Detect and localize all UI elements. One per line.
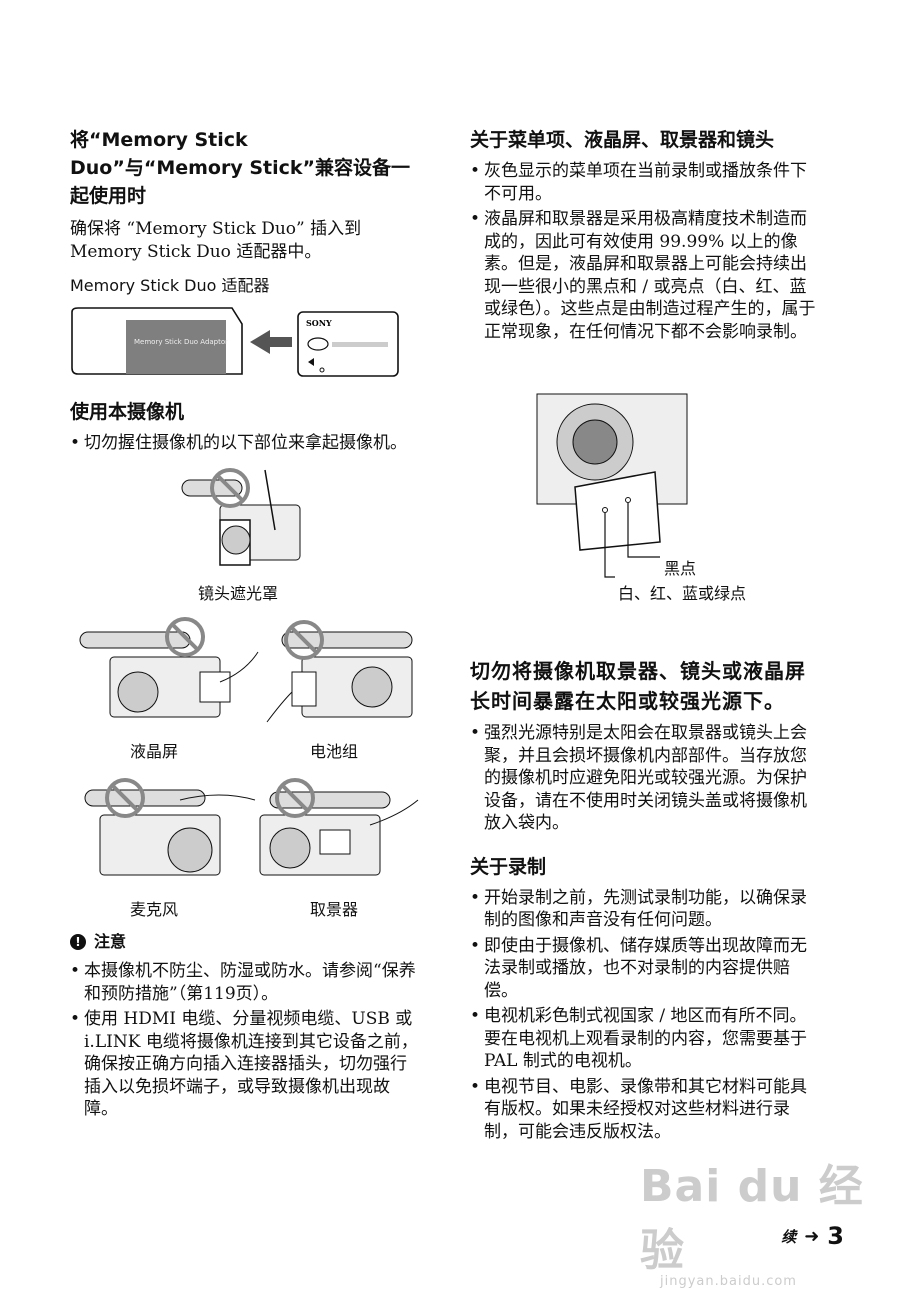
lcd-dots-illustration xyxy=(535,392,695,582)
card-brand: SONY xyxy=(306,318,332,328)
notes-list: 本摄像机不防尘、防湿或防水。请参阅“保养和预防措施”（第119页）。 使用 HD… xyxy=(70,960,422,1121)
hood-illustration xyxy=(180,460,310,575)
caption-mic: 麦克风 xyxy=(130,900,179,919)
adaptor-text: Memory Stick Duo Adaptor xyxy=(134,338,228,346)
caption-lcd: 液晶屏 xyxy=(130,742,179,761)
list-item: 强烈光源特别是太阳会在取景器或镜头上会聚，并且会损坏摄像机内部部件。当存放您的摄… xyxy=(470,722,818,835)
caption-lens-hood: 镜头遮光罩 xyxy=(198,584,279,603)
continued-label: 续 xyxy=(781,1227,797,1246)
arrow-right-icon: ➜ xyxy=(804,1225,820,1247)
sunlight-list: 强烈光源特别是太阳会在取景器或镜头上会聚，并且会损坏摄像机内部部件。当存放您的摄… xyxy=(470,722,818,835)
left-column: 将“Memory Stick Duo”与“Memory Stick”兼容设备一起… xyxy=(70,126,422,458)
adaptor-illustration: Memory Stick Duo Adaptor SONY xyxy=(70,306,422,380)
list-item: 开始录制之前，先测试录制功能，以确保录制的图像和声音没有任何问题。 xyxy=(470,887,818,932)
caption-battery: 电池组 xyxy=(310,742,359,761)
list-item: 切勿握住摄像机的以下部位来拿起摄像机。 xyxy=(70,432,422,455)
list-item: 本摄像机不防尘、防湿或防水。请参阅“保养和预防措施”（第119页）。 xyxy=(70,960,422,1005)
list-item: 灰色显示的菜单项在当前录制或播放条件下不可用。 xyxy=(470,160,818,205)
caution-icon: ! xyxy=(70,934,86,950)
list-item: 液晶屏和取景器是采用极高精度技术制造而成的，因此可有效使用 99.99% 以上的… xyxy=(470,208,818,343)
battery-illustration xyxy=(262,612,422,732)
section-title-sunlight: 切勿将摄像机取景器、镜头或液晶屏长时间暴露在太阳或较强光源下。 xyxy=(470,659,806,713)
list-item: 即使由于摄像机、储存媒质等出现故障而无法录制或播放，也不对录制的内容提供赔偿。 xyxy=(470,935,818,1003)
right-column-bottom: 切勿将摄像机取景器、镜头或液晶屏长时间暴露在太阳或较强光源下。 强烈光源特别是太… xyxy=(470,656,818,1146)
recording-list: 开始录制之前，先测试录制功能，以确保录制的图像和声音没有任何问题。 即使由于摄像… xyxy=(470,887,818,1144)
section-title-menu-lcd: 关于菜单项、液晶屏、取景器和镜头 xyxy=(470,129,775,151)
page-number: 3 xyxy=(827,1222,844,1250)
menu-lcd-list: 灰色显示的菜单项在当前录制或播放条件下不可用。 液晶屏和取景器是采用极高精度技术… xyxy=(470,160,818,343)
list-item: 电视机彩色制式视国家 / 地区而有所不同。要在电视机上观看录制的内容，您需要基于… xyxy=(470,1005,818,1073)
notes-title: 注意 xyxy=(94,932,127,951)
section-title-use-camera: 使用本摄像机 xyxy=(70,401,185,423)
notes-section: ! 注意 本摄像机不防尘、防湿或防水。请参阅“保养和预防措施”（第119页）。 … xyxy=(70,932,422,1124)
list-item: 电视节目、电影、录像带和其它材料可能具有版权。如果未经授权对这些材料进行录制，可… xyxy=(470,1076,818,1144)
list-item: 使用 HDMI 电缆、分量视频电缆、USB 或 i.LINK 电缆将摄像机连接到… xyxy=(70,1008,422,1121)
viewfinder-illustration xyxy=(250,770,420,890)
section-title-memory-stick: 将“Memory Stick Duo”与“Memory Stick”兼容设备一起… xyxy=(70,129,411,207)
adaptor-label: Memory Stick Duo 适配器 xyxy=(70,276,270,295)
watermark: Bai du 经验 jingyan.baidu.com xyxy=(640,1150,870,1289)
notes-heading: ! 注意 xyxy=(70,932,422,952)
lcd-illustration xyxy=(70,612,260,732)
label-black-dot: 黑点 xyxy=(664,559,697,578)
memory-stick-instruction: 确保将 “Memory Stick Duo” 插入到 Memory Stick … xyxy=(70,219,362,262)
caption-viewfinder: 取景器 xyxy=(310,900,359,919)
watermark-logo: Bai du 经验 xyxy=(640,1161,864,1276)
page-footer: 续 ➜ 3 xyxy=(781,1222,844,1250)
watermark-url: jingyan.baidu.com xyxy=(660,1274,797,1289)
mic-illustration xyxy=(80,770,260,890)
use-camera-list: 切勿握住摄像机的以下部位来拿起摄像机。 xyxy=(70,432,422,455)
right-column-top: 关于菜单项、液晶屏、取景器和镜头 灰色显示的菜单项在当前录制或播放条件下不可用。… xyxy=(470,126,818,346)
section-title-recording: 关于录制 xyxy=(470,855,547,878)
label-bright-dot: 白、红、蓝或绿点 xyxy=(618,584,747,603)
